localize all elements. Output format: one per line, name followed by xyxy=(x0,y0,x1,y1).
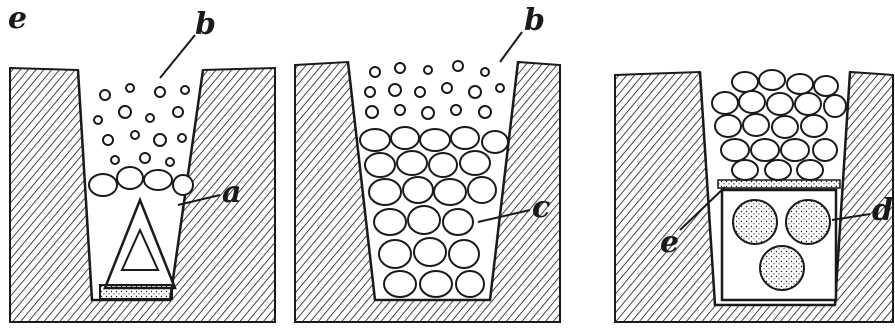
panel-3-filter-layer xyxy=(718,180,840,188)
panel-1-base-slab xyxy=(100,285,172,299)
panel-3-pipe xyxy=(760,246,804,290)
panel-2-label-c: c xyxy=(532,193,550,223)
panel-2-label-b: b xyxy=(524,6,545,36)
corner-label: e xyxy=(8,4,27,34)
panel-3-pipe xyxy=(733,200,777,244)
panel-2-trench xyxy=(295,32,560,322)
panel-1-label-b: b xyxy=(195,10,216,40)
panel-1-label-a: a xyxy=(222,178,241,208)
panel-3-label-d: d xyxy=(872,196,893,226)
panel-3-label-e: e xyxy=(660,228,679,258)
panel-3-trench xyxy=(615,70,893,322)
panel-3-pipe xyxy=(786,200,830,244)
